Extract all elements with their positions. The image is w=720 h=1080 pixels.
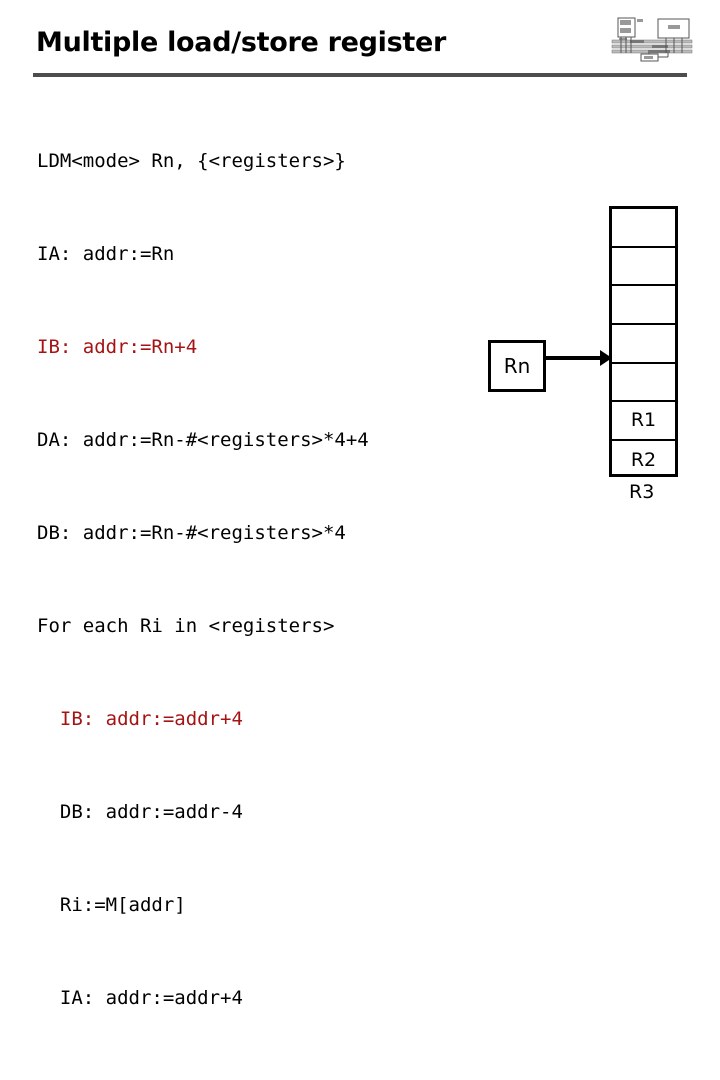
memory-cell: [612, 209, 675, 248]
code-line: DB: addr:=addr-4: [37, 801, 243, 823]
code-line: IA: addr:=Rn: [37, 243, 175, 265]
memory-cell: R1: [612, 402, 675, 442]
memory-cell: [612, 286, 675, 326]
memory-cell: [612, 364, 675, 403]
pointer-arrow-shaft: [546, 356, 604, 360]
memory-cell-label: R2: [630, 448, 657, 471]
code-line: IB: addr:=addr+4: [37, 708, 243, 730]
pseudocode-block: LDM<mode> Rn, {<registers>} IA: addr:=Rn…: [37, 84, 369, 1080]
code-line: IB: addr:=Rn+4: [37, 336, 198, 358]
code-line: LDM<mode> Rn, {<registers>}: [37, 150, 346, 172]
register-box-rn: Rn: [488, 340, 546, 392]
register-box-label: Rn: [503, 354, 531, 378]
memory-stack-label-below: R3: [629, 481, 655, 503]
page-title: Multiple load/store register: [36, 27, 446, 58]
code-line: DA: addr:=Rn-#<registers>*4+4: [37, 429, 369, 451]
memory-cell: R2: [612, 441, 675, 480]
block-diagram-thumbnail-icon: [608, 13, 698, 63]
memory-stack: R1 R2: [609, 206, 678, 477]
title-divider: [33, 73, 687, 77]
memory-cell-label: R1: [630, 409, 657, 432]
code-line: DA: addr:=addr-4: [37, 1076, 369, 1080]
code-line: Ri:=M[addr]: [37, 894, 186, 916]
code-line: For each Ri in <registers>: [37, 615, 335, 637]
code-line: IA: addr:=addr+4: [37, 987, 243, 1009]
memory-cell: [612, 325, 675, 364]
memory-cell: [612, 248, 675, 287]
code-line: DB: addr:=Rn-#<registers>*4: [37, 522, 346, 544]
